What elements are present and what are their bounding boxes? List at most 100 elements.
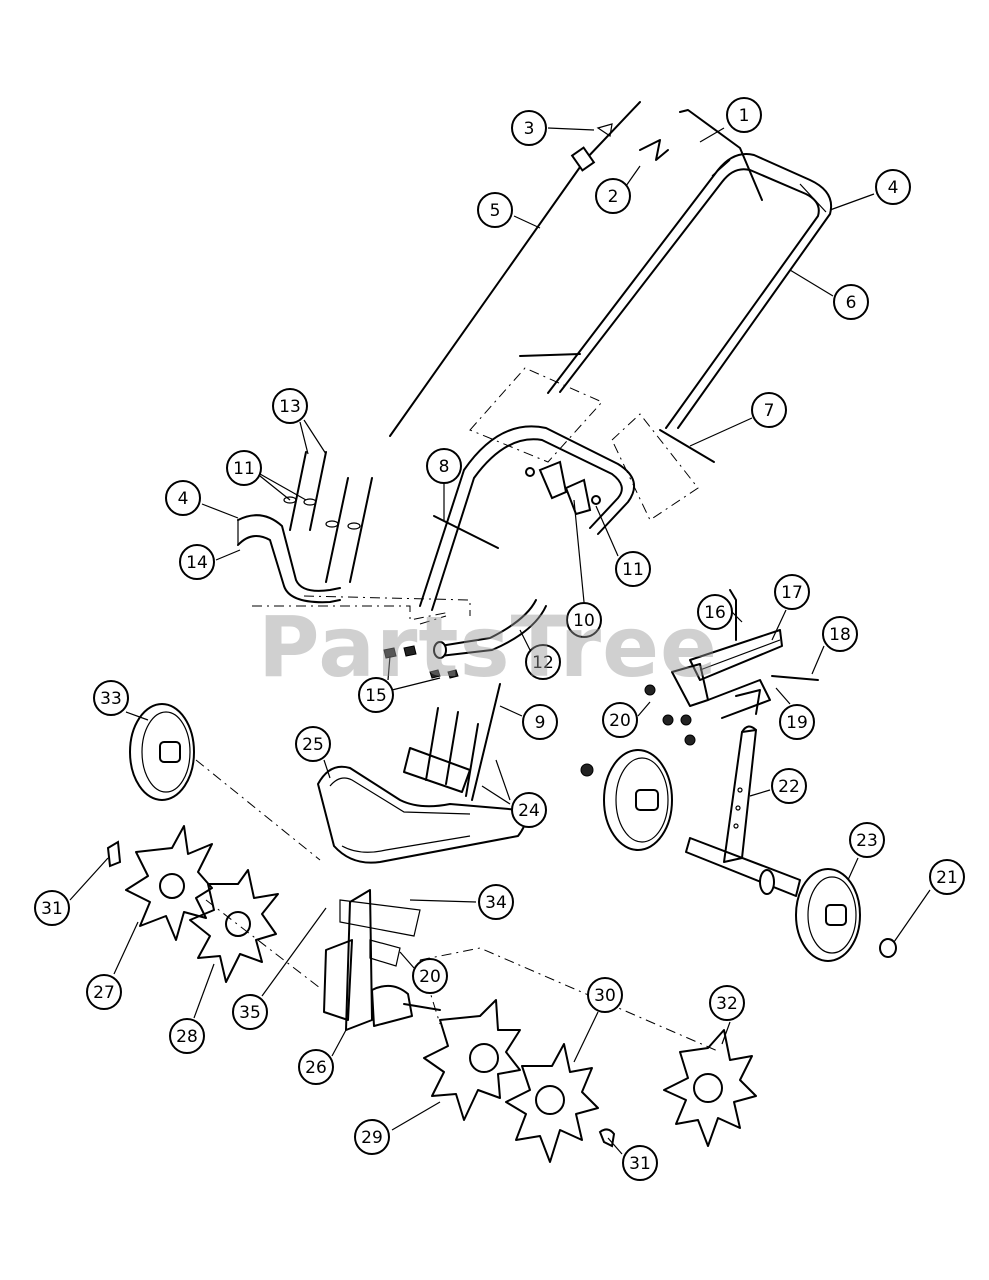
- upper-handle: [547, 153, 832, 429]
- callout-number: 18: [829, 625, 851, 645]
- callout-circle: [779, 704, 815, 740]
- tine-shield: [317, 747, 527, 864]
- callout-number: 3: [524, 119, 535, 139]
- callout-leader: [595, 505, 619, 557]
- callout-number: 29: [361, 1128, 383, 1148]
- callout-circle: [709, 985, 745, 1021]
- callout-leader: [193, 963, 215, 1019]
- callout-circle: [849, 822, 885, 858]
- callout-c29: 29: [354, 1101, 441, 1155]
- callout-leader: [547, 127, 595, 131]
- callout-leader: [409, 899, 477, 903]
- tine-32: [663, 1029, 757, 1147]
- callout-circle: [354, 1119, 390, 1155]
- callout-leader: [391, 1101, 441, 1131]
- callout-leader: [113, 921, 139, 975]
- callout-c4b: 4: [165, 480, 239, 519]
- callout-circle: [615, 551, 651, 587]
- callout-c28: 28: [169, 963, 215, 1054]
- callout-leader: [387, 655, 391, 681]
- callout-number: 8: [439, 457, 450, 477]
- callout-number: 30: [594, 986, 616, 1006]
- callout-c19: 19: [775, 687, 815, 740]
- transmission: [323, 889, 441, 1031]
- nut-21: [879, 938, 897, 958]
- callout-c20b: 20: [399, 951, 448, 994]
- callout-c35: 35: [232, 907, 327, 1030]
- control-bar: [639, 109, 763, 201]
- callout-circle: [93, 680, 129, 716]
- callout-circle: [298, 1049, 334, 1085]
- callout-number: 35: [239, 1003, 261, 1023]
- callout-c10: 10: [566, 499, 602, 638]
- bolts-13: [283, 451, 373, 583]
- callout-number: 9: [535, 713, 546, 733]
- callout-c13: 13: [272, 388, 327, 455]
- callout-c20a: 20: [602, 701, 651, 738]
- callout-leader: [125, 711, 149, 721]
- callout-leader: [499, 705, 523, 717]
- callout-leader: [573, 499, 585, 603]
- callout-number: 11: [622, 560, 644, 580]
- callout-circle: [774, 574, 810, 610]
- callout-circle: [697, 594, 733, 630]
- callout-c32: 32: [709, 985, 745, 1045]
- callout-circle: [295, 726, 331, 762]
- callout-number: 15: [365, 686, 387, 706]
- callout-c8: 8: [426, 448, 462, 520]
- callout-number: 4: [888, 178, 899, 198]
- callout-leader: [303, 419, 327, 455]
- callout-number: 31: [629, 1154, 651, 1174]
- tine-29: [423, 999, 521, 1121]
- callout-circle: [426, 448, 462, 484]
- callout-leader: [399, 951, 415, 969]
- callout-circle: [875, 169, 911, 205]
- handle-dash-lines: [252, 595, 471, 625]
- callout-c9: 9: [499, 704, 558, 740]
- handle-bracket: [237, 514, 341, 604]
- callout-circle: [34, 890, 70, 926]
- callout-number: 27: [93, 983, 115, 1003]
- callout-number: 13: [279, 397, 301, 417]
- callout-leader: [513, 215, 541, 229]
- callout-leader: [573, 1011, 599, 1063]
- callout-leader: [519, 629, 531, 651]
- callout-circle: [622, 1145, 658, 1181]
- callout-number: 11: [233, 459, 255, 479]
- callout-circle: [511, 110, 547, 146]
- callout-leader: [259, 475, 291, 501]
- callout-leader: [771, 609, 787, 641]
- tine-30: [505, 1043, 599, 1163]
- callout-leader: [259, 473, 307, 501]
- callout-circle: [226, 450, 262, 486]
- callout-number: 17: [781, 583, 803, 603]
- callout-number: 20: [609, 711, 631, 731]
- callout-leader: [829, 193, 875, 211]
- callout-c27: 27: [86, 921, 139, 1010]
- callout-c14: 14: [179, 544, 241, 580]
- callout-number: 23: [856, 831, 878, 851]
- callout-number: 6: [846, 293, 857, 313]
- callout-c2: 2: [595, 165, 641, 214]
- bolt-8: [433, 515, 499, 549]
- callout-circle: [232, 994, 268, 1030]
- callout-leader: [749, 789, 771, 797]
- callout-c21: 21: [893, 859, 965, 943]
- clips-31: [106, 840, 616, 1148]
- callout-number: 22: [778, 777, 800, 797]
- callout-number: 1: [739, 106, 750, 126]
- lower-handle: [419, 425, 636, 659]
- depth-bar: [580, 725, 801, 897]
- callout-leader: [481, 785, 511, 805]
- callout-circle: [169, 1018, 205, 1054]
- callout-leader: [775, 687, 791, 705]
- callout-c3: 3: [511, 110, 595, 146]
- callout-circle: [771, 768, 807, 804]
- callout-leader: [721, 1021, 731, 1045]
- callout-c4a: 4: [829, 169, 911, 211]
- callout-leader: [331, 1029, 347, 1057]
- callout-leader: [625, 165, 641, 187]
- callout-circle: [412, 958, 448, 994]
- callout-c24: 24: [481, 759, 547, 828]
- callout-leader: [731, 611, 743, 623]
